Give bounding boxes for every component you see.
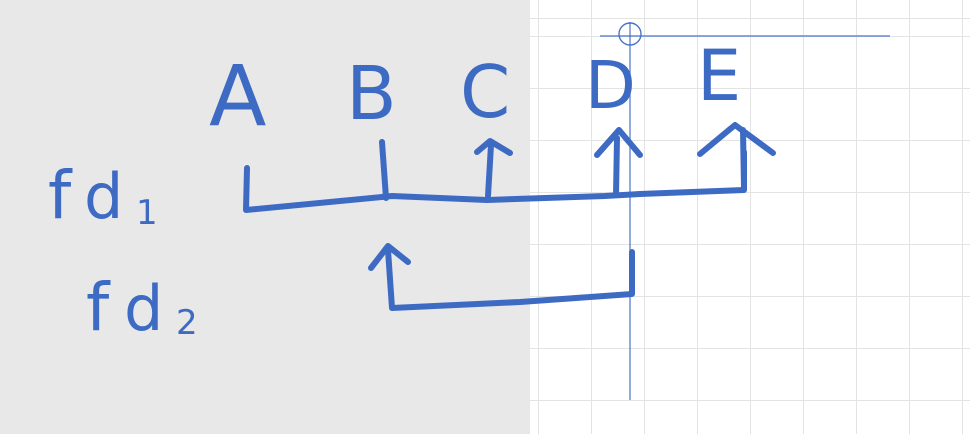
- grid-paper: [530, 0, 970, 434]
- fd1-arrow-d: [594, 127, 643, 198]
- label-fd1-d: d: [84, 160, 123, 233]
- label-fd2-d: d: [124, 272, 163, 345]
- fd1-arrow-e: [697, 122, 776, 191]
- label-fd1-f: f: [48, 157, 73, 234]
- fd1-bracket-line: [243, 149, 747, 213]
- label-a: A: [209, 47, 266, 145]
- grey-panel: [0, 0, 530, 434]
- label-fd2-f: f: [86, 269, 111, 346]
- label-d: D: [585, 47, 636, 124]
- label-e: E: [697, 35, 741, 117]
- fd1-tick-b: [379, 139, 389, 201]
- label-c: C: [460, 50, 510, 134]
- fd1-arrow-c: [474, 138, 513, 199]
- fd2-bracket-line: [385, 247, 635, 311]
- label-b: B: [346, 51, 397, 137]
- fd2-arrow-b: [368, 243, 411, 271]
- crosshair-cursor-icon: [618, 22, 642, 46]
- label-fd1-sub: 1: [136, 193, 158, 233]
- label-fd2-sub: 2: [176, 303, 198, 343]
